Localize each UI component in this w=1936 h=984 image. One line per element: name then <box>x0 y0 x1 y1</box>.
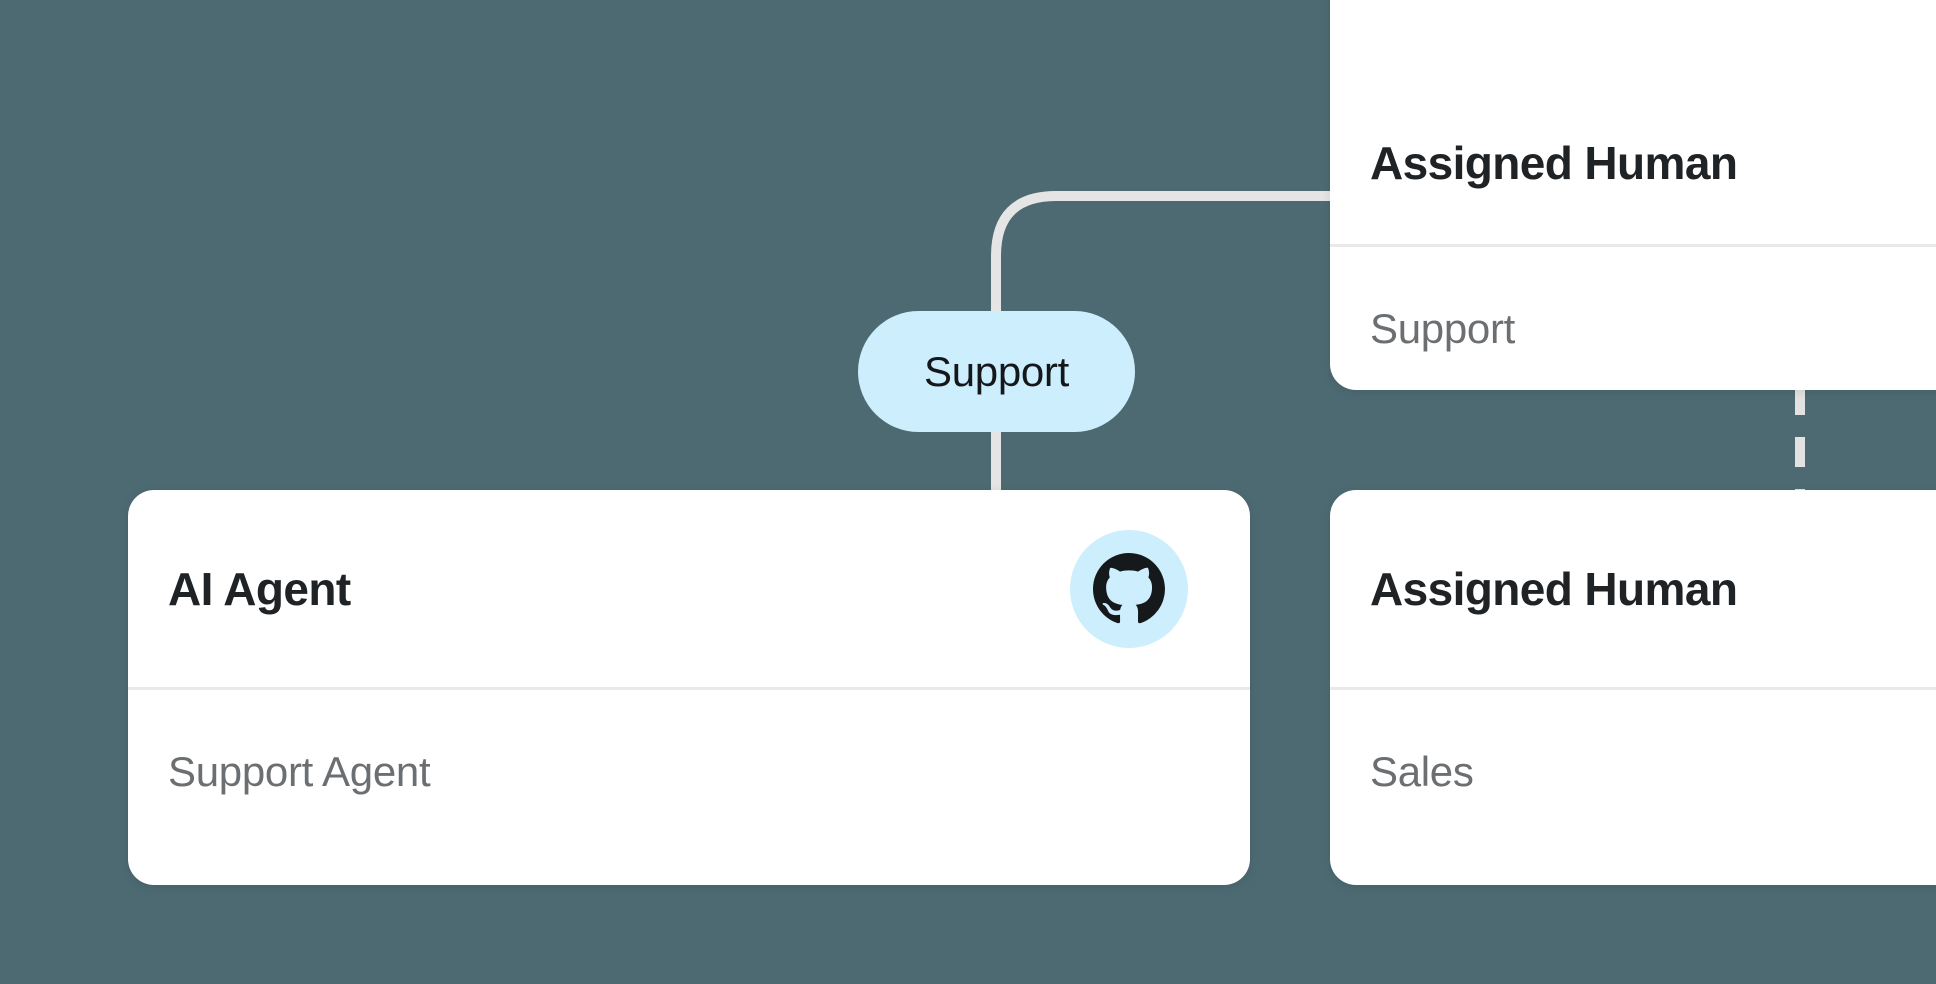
card-header: AI Agent <box>128 490 1250 687</box>
card-divider <box>128 687 1250 690</box>
card-divider <box>1330 687 1936 690</box>
node-card-assigned-human-sales[interactable]: Assigned Human Sales <box>1330 490 1936 885</box>
card-divider <box>1330 244 1936 247</box>
card-subtitle: Support <box>1370 305 1516 352</box>
card-title: Assigned Human <box>1370 562 1738 615</box>
card-title: AI Agent <box>168 562 351 615</box>
card-body: Sales <box>1330 690 1936 793</box>
github-icon[interactable] <box>1070 529 1188 648</box>
node-card-ai-agent[interactable]: AI Agent Support Agent <box>128 490 1250 885</box>
card-title: Assigned Human <box>1370 137 1738 189</box>
card-body: Support <box>1330 247 1936 350</box>
card-header: Assigned Human <box>1330 0 1936 244</box>
card-subtitle: Sales <box>1370 748 1474 795</box>
pill-support[interactable]: Support <box>858 311 1135 432</box>
card-body: Support Agent <box>128 690 1250 793</box>
node-card-assigned-human-support[interactable]: Assigned Human Support <box>1330 0 1936 390</box>
pill-support-label: Support <box>923 347 1069 395</box>
card-header: Assigned Human <box>1330 490 1936 687</box>
card-subtitle: Support Agent <box>168 748 431 795</box>
